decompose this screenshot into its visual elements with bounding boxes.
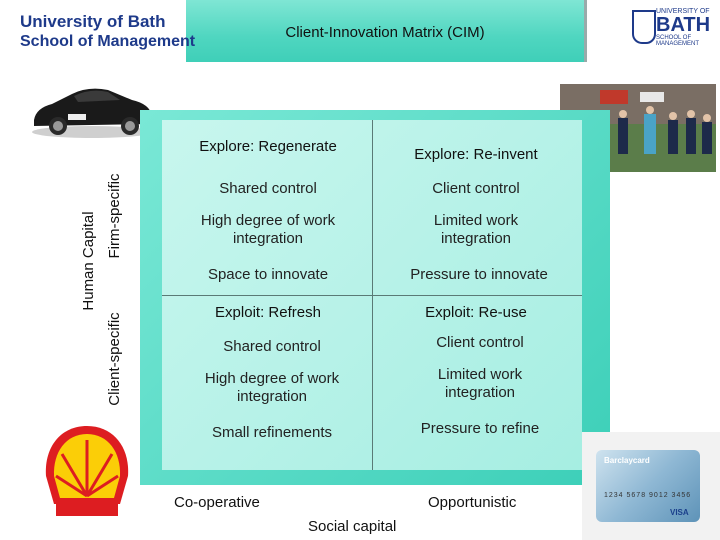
school-name: School of Management bbox=[20, 33, 196, 50]
quadrant-top-right-item: Client control bbox=[432, 180, 520, 197]
bath-crest-icon bbox=[632, 10, 656, 44]
quadrant-top-left-item: High degree of work integration bbox=[200, 212, 336, 247]
car-image bbox=[32, 88, 152, 138]
x-axis-title: Social capital bbox=[308, 518, 397, 535]
quadrant-top-left-item: Space to innovate bbox=[207, 266, 329, 283]
header-title-banner bbox=[186, 0, 587, 62]
card-network-label: VISA bbox=[670, 508, 689, 517]
bath-logo: UNIVERSITY OF BATH SCHOOL OF MANAGEMENT bbox=[656, 8, 716, 47]
university-logo: University of Bath School of Management bbox=[20, 12, 196, 52]
credit-card-image bbox=[596, 450, 700, 522]
y-axis-title: Human Capital bbox=[80, 211, 97, 311]
card-number-label: 1234 5678 9012 3456 bbox=[604, 492, 692, 499]
quadrant-top-right-title: Explore: Re-invent bbox=[414, 146, 538, 163]
quadrant-bottom-right-title: Exploit: Re-use bbox=[425, 304, 527, 321]
quadrant-bottom-right-item: Client control bbox=[436, 334, 524, 351]
quadrant-bottom-right-item: Limited work integration bbox=[437, 366, 523, 401]
quadrant-bottom-left-item: Small refinements bbox=[211, 424, 333, 441]
quadrant-bottom-left-item: High degree of work integration bbox=[204, 370, 340, 405]
bath-logo-small: UNIVERSITY OF bbox=[656, 8, 710, 15]
x-axis-right-label: Opportunistic bbox=[428, 494, 517, 511]
quadrant-top-right-item: Pressure to innovate bbox=[410, 266, 548, 283]
quadrant-bottom-left-title: Exploit: Refresh bbox=[215, 304, 321, 321]
y-axis-bottom-label: Client-specific bbox=[106, 312, 123, 406]
page-title: Client-Innovation Matrix (CIM) bbox=[285, 24, 485, 41]
quadrant-bottom-left-item: Shared control bbox=[223, 338, 321, 355]
bath-logo-big: BATH bbox=[656, 14, 711, 36]
quadrant-top-right-item: Limited work integration bbox=[433, 212, 519, 247]
quadrant-top-left-item: Shared control bbox=[219, 180, 317, 197]
quadrant-bottom-right-item: Pressure to refine bbox=[420, 420, 540, 437]
card-brand-label: Barclaycard bbox=[604, 456, 650, 465]
quadrant-top-left-title: Explore: Regenerate bbox=[199, 138, 337, 155]
y-axis-top-label: Firm-specific bbox=[106, 173, 123, 259]
x-axis-left-label: Co-operative bbox=[174, 494, 260, 511]
shell-logo-icon bbox=[45, 426, 129, 516]
matrix-horizontal-divider bbox=[162, 295, 582, 296]
university-name: University of Bath bbox=[20, 12, 166, 31]
bath-logo-sub: SCHOOL OF MANAGEMENT bbox=[656, 35, 700, 47]
